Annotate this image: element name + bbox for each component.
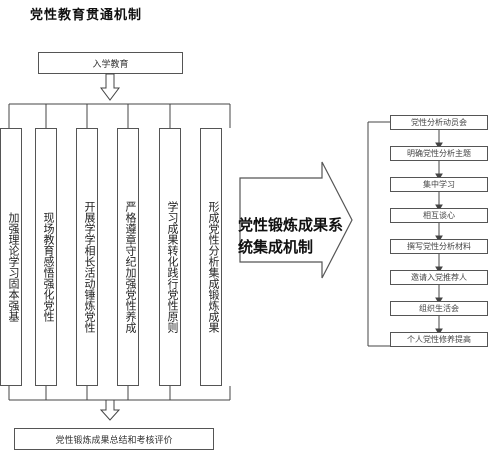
step-box: 个人党性修养提高 [390, 332, 488, 347]
column-results-transformation: 学习成果转化践行党性原则 [159, 128, 181, 386]
step-box: 组织生活会 [390, 301, 488, 316]
step-box: 明确党性分析主题 [390, 146, 488, 161]
step-box: 相互谈心 [390, 208, 488, 223]
step-box: 党性分析动员会 [390, 115, 488, 130]
diagram-title: 党性教育贯通机制 [30, 8, 143, 23]
column-peer-learning: 开展学学相长活动锤炼党性 [76, 128, 98, 386]
big-right-arrow-icon [239, 161, 353, 279]
bottom-box-label: 党性锻炼成果总结和考核评价 [55, 435, 173, 446]
column-onsite-education: 现场教育感悟强化党性 [35, 128, 57, 386]
step-box: 集中学习 [390, 177, 488, 192]
column-party-analysis: 形成党性分析集成锻炼成果 [200, 128, 222, 386]
step-box: 邀请入党推荐人 [390, 270, 488, 285]
down-arrow-top-icon [100, 73, 120, 101]
step-box: 撰写党性分析材料 [390, 239, 488, 254]
down-arrow-bottom-icon [99, 399, 121, 421]
bottom-box-evaluation: 党性锻炼成果总结和考核评价 [14, 428, 214, 450]
column-discipline: 严格遵章守纪加强党性养成 [117, 128, 139, 386]
column-theory-study: 加强理论学习固本强基 [0, 128, 22, 386]
top-box-label: 入学教育 [92, 59, 129, 70]
middle-mechanism-label: 党性锻炼成果系统集成机制 [238, 216, 344, 256]
